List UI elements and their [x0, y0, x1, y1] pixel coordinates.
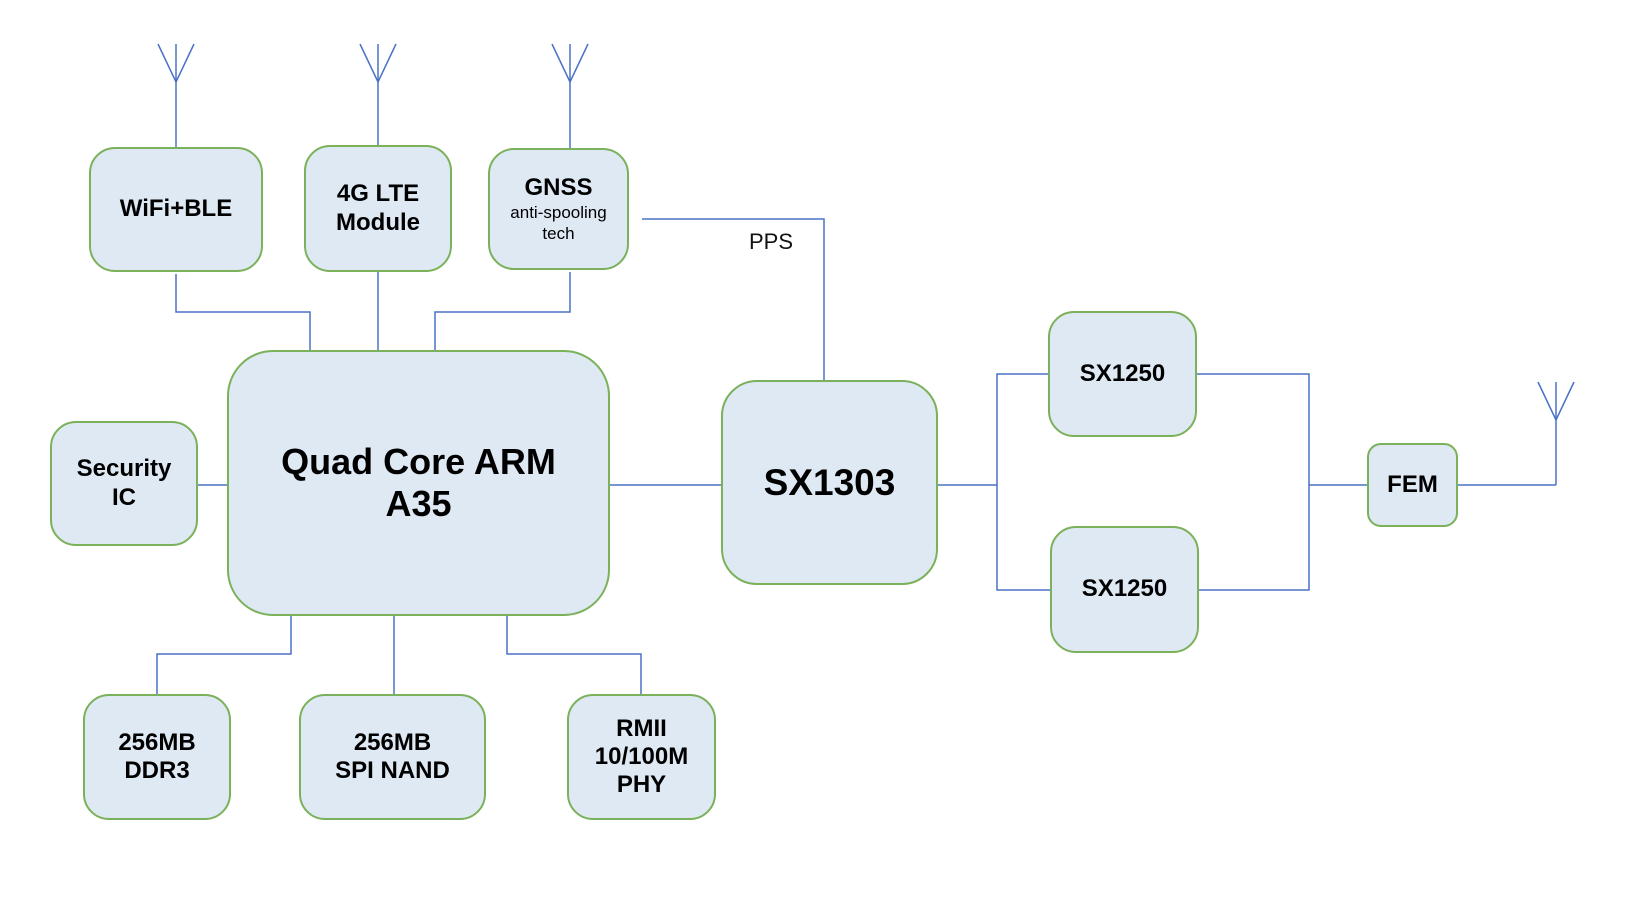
block-label: DDR3: [124, 757, 190, 784]
block-label: RMII: [616, 714, 667, 742]
rmii-phy-block: RMII 10/100M PHY: [567, 694, 716, 820]
block-label: 4G LTE: [336, 180, 420, 208]
block-label: FEM: [1387, 470, 1438, 498]
antenna-icon: [551, 43, 589, 148]
wire: [937, 373, 1050, 591]
block-label: SX1250: [1079, 359, 1166, 387]
block-label: 256MB: [118, 728, 196, 756]
block-label: SX1303: [763, 461, 896, 503]
block-label: A35: [385, 483, 452, 524]
spi-nand-block: 256MB SPI NAND: [299, 694, 486, 820]
block-label: 256MB: [353, 728, 432, 756]
gnss-module: GNSS anti-spooling tech: [488, 148, 629, 270]
wire: [175, 272, 571, 352]
block-label: SPI NAND: [335, 757, 450, 784]
block-label: Module: [336, 208, 420, 236]
block-label: 10/100M: [594, 742, 689, 770]
wire: [1197, 373, 1367, 591]
wifi-ble-module: WiFi+BLE: [89, 147, 263, 272]
fem-block: FEM: [1367, 443, 1458, 527]
block-label: Security: [76, 455, 172, 483]
block-label: IC: [112, 483, 136, 511]
block-subtitle: anti-spooling: [510, 202, 607, 222]
sx1250-top-block: SX1250: [1048, 311, 1197, 437]
block-label: PHY: [616, 771, 667, 799]
block-label: Quad Core ARM: [281, 440, 556, 482]
lte-module: 4G LTE Module: [304, 145, 452, 272]
security-ic: Security IC: [50, 421, 198, 546]
block-title: GNSS: [524, 173, 593, 201]
antenna-icon: [157, 43, 195, 148]
block-label: WiFi+BLE: [119, 195, 233, 223]
pps-wire: [642, 218, 825, 381]
block-subtitle: tech: [542, 224, 575, 244]
antenna-icon: [1537, 381, 1575, 485]
sx1250-bottom-block: SX1250: [1050, 526, 1199, 653]
sx1303-block: SX1303: [721, 380, 938, 585]
cpu-block: Quad Core ARM A35: [227, 350, 610, 616]
wire: [156, 615, 642, 695]
antenna-icon: [359, 43, 397, 146]
ddr3-block: 256MB DDR3: [83, 694, 231, 820]
block-label: SX1250: [1081, 575, 1168, 603]
pps-label: PPS: [749, 229, 794, 254]
